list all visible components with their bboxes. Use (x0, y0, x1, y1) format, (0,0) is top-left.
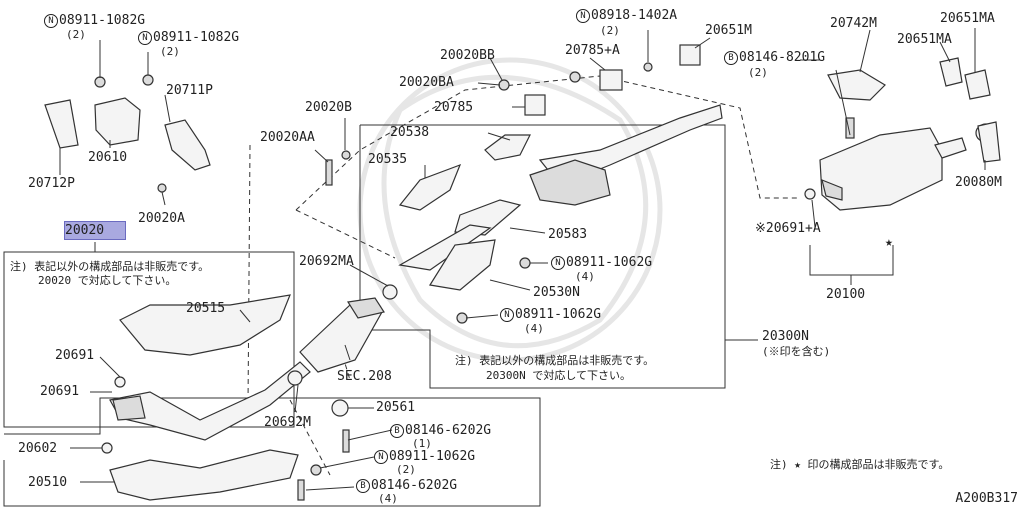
label-20020B[interactable]: 20020B (305, 100, 352, 115)
gaskets (101, 188, 816, 501)
label-20651M[interactable]: 20651M (705, 23, 752, 38)
diagram-reference: A200B317 (955, 491, 1018, 506)
label-20785[interactable]: 20785 (434, 100, 474, 115)
highlight-20020 (64, 221, 126, 240)
label-20785A[interactable]: 20785+A (565, 43, 620, 58)
qty-08911-1062G-b: (4) (524, 322, 544, 335)
n-symbol-icon: N (576, 9, 590, 23)
label-SEC208[interactable]: SEC.208 (337, 369, 392, 384)
qty-08146-6202G-a: (1) (412, 437, 432, 450)
label-20510[interactable]: 20510 (28, 475, 68, 490)
label-20691-a[interactable]: 20691 (55, 348, 95, 363)
dashed-front-route (295, 209, 396, 259)
qty-08911-1062G-a: (4) (575, 270, 595, 283)
n-symbol-icon: N (374, 450, 388, 464)
hangers (498, 44, 991, 139)
label-20712P[interactable]: 20712P (28, 176, 75, 191)
b-symbol-icon: B (724, 51, 738, 65)
label-20020[interactable]: 20020 (65, 223, 105, 238)
qty-08146-6202G-b: (4) (378, 492, 398, 505)
n-symbol-icon: N (138, 31, 152, 45)
note-20020-line1: 注) 表記以外の構成部品は非販売です。 (10, 260, 210, 273)
qty-08911-1082G-a: (2) (66, 28, 86, 41)
b-symbol-icon: B (356, 479, 370, 493)
label-20020A[interactable]: 20020A (138, 211, 185, 226)
qty-08146-8201G: (2) (748, 66, 768, 79)
label-20020AA[interactable]: 20020AA (260, 130, 315, 145)
qty-08911-1062G-c: (2) (396, 463, 416, 476)
label-20711P[interactable]: 20711P (166, 83, 213, 98)
label-20583[interactable]: 20583 (548, 227, 588, 242)
heat-shields (398, 134, 531, 291)
label-20561[interactable]: 20561 (376, 400, 416, 415)
label-20535[interactable]: 20535 (368, 152, 408, 167)
label-20020BA[interactable]: 20020BA (399, 75, 454, 90)
note-star: 注) ★ 印の構成部品は非販売です。 (770, 458, 950, 471)
label-20538[interactable]: 20538 (390, 125, 430, 140)
leader-lines (59, 28, 986, 491)
label-20515[interactable]: 20515 (186, 301, 226, 316)
note-20300N-line1: 注) 表記以外の構成部品は非販売です。 (455, 354, 655, 367)
qty-08918-1402A: (2) (600, 24, 620, 37)
label-20100[interactable]: 20100 (826, 287, 866, 302)
label-20530N[interactable]: 20530N (533, 285, 580, 300)
front-pipe (109, 294, 311, 441)
b-symbol-icon: B (390, 424, 404, 438)
muffler-assembly (819, 121, 1001, 211)
label-20742M[interactable]: 20742M (830, 16, 877, 31)
label-20651MA-b[interactable]: 20651MA (897, 32, 952, 47)
dashed-lower-route (289, 399, 331, 476)
label-20080M[interactable]: 20080M (955, 175, 1002, 190)
mount-brackets (44, 74, 351, 193)
label-20602[interactable]: 20602 (18, 441, 58, 456)
label-20300N[interactable]: 20300N (762, 329, 809, 344)
lower-heat-shield (109, 449, 299, 501)
label-20300N-sub: (※印を含む) (762, 345, 831, 358)
group-20020-frame (3, 251, 295, 428)
note-20020-line2: 20020 で対応して下さい。 (38, 274, 177, 287)
label-20691-b[interactable]: 20691 (40, 384, 80, 399)
star-marker: ★ (885, 235, 893, 250)
label-20692M[interactable]: 20692M (264, 415, 311, 430)
n-symbol-icon: N (500, 308, 514, 322)
note-20300N-line2: 20300N で対応して下さい。 (486, 369, 632, 382)
n-symbol-icon: N (44, 14, 58, 28)
label-20610[interactable]: 20610 (88, 150, 128, 165)
label-20691A[interactable]: ※20691+A (755, 221, 821, 236)
center-pipe (398, 104, 723, 271)
label-20692MA[interactable]: 20692MA (299, 254, 354, 269)
catalytic-converter (299, 297, 385, 373)
dashed-bracket-route (247, 144, 251, 406)
qty-08911-1082G-b: (2) (160, 45, 180, 58)
label-20020BB[interactable]: 20020BB (440, 48, 495, 63)
group-20510-frame (3, 397, 541, 507)
n-symbol-icon: N (551, 256, 565, 270)
label-20651MA-a[interactable]: 20651MA (940, 11, 995, 26)
